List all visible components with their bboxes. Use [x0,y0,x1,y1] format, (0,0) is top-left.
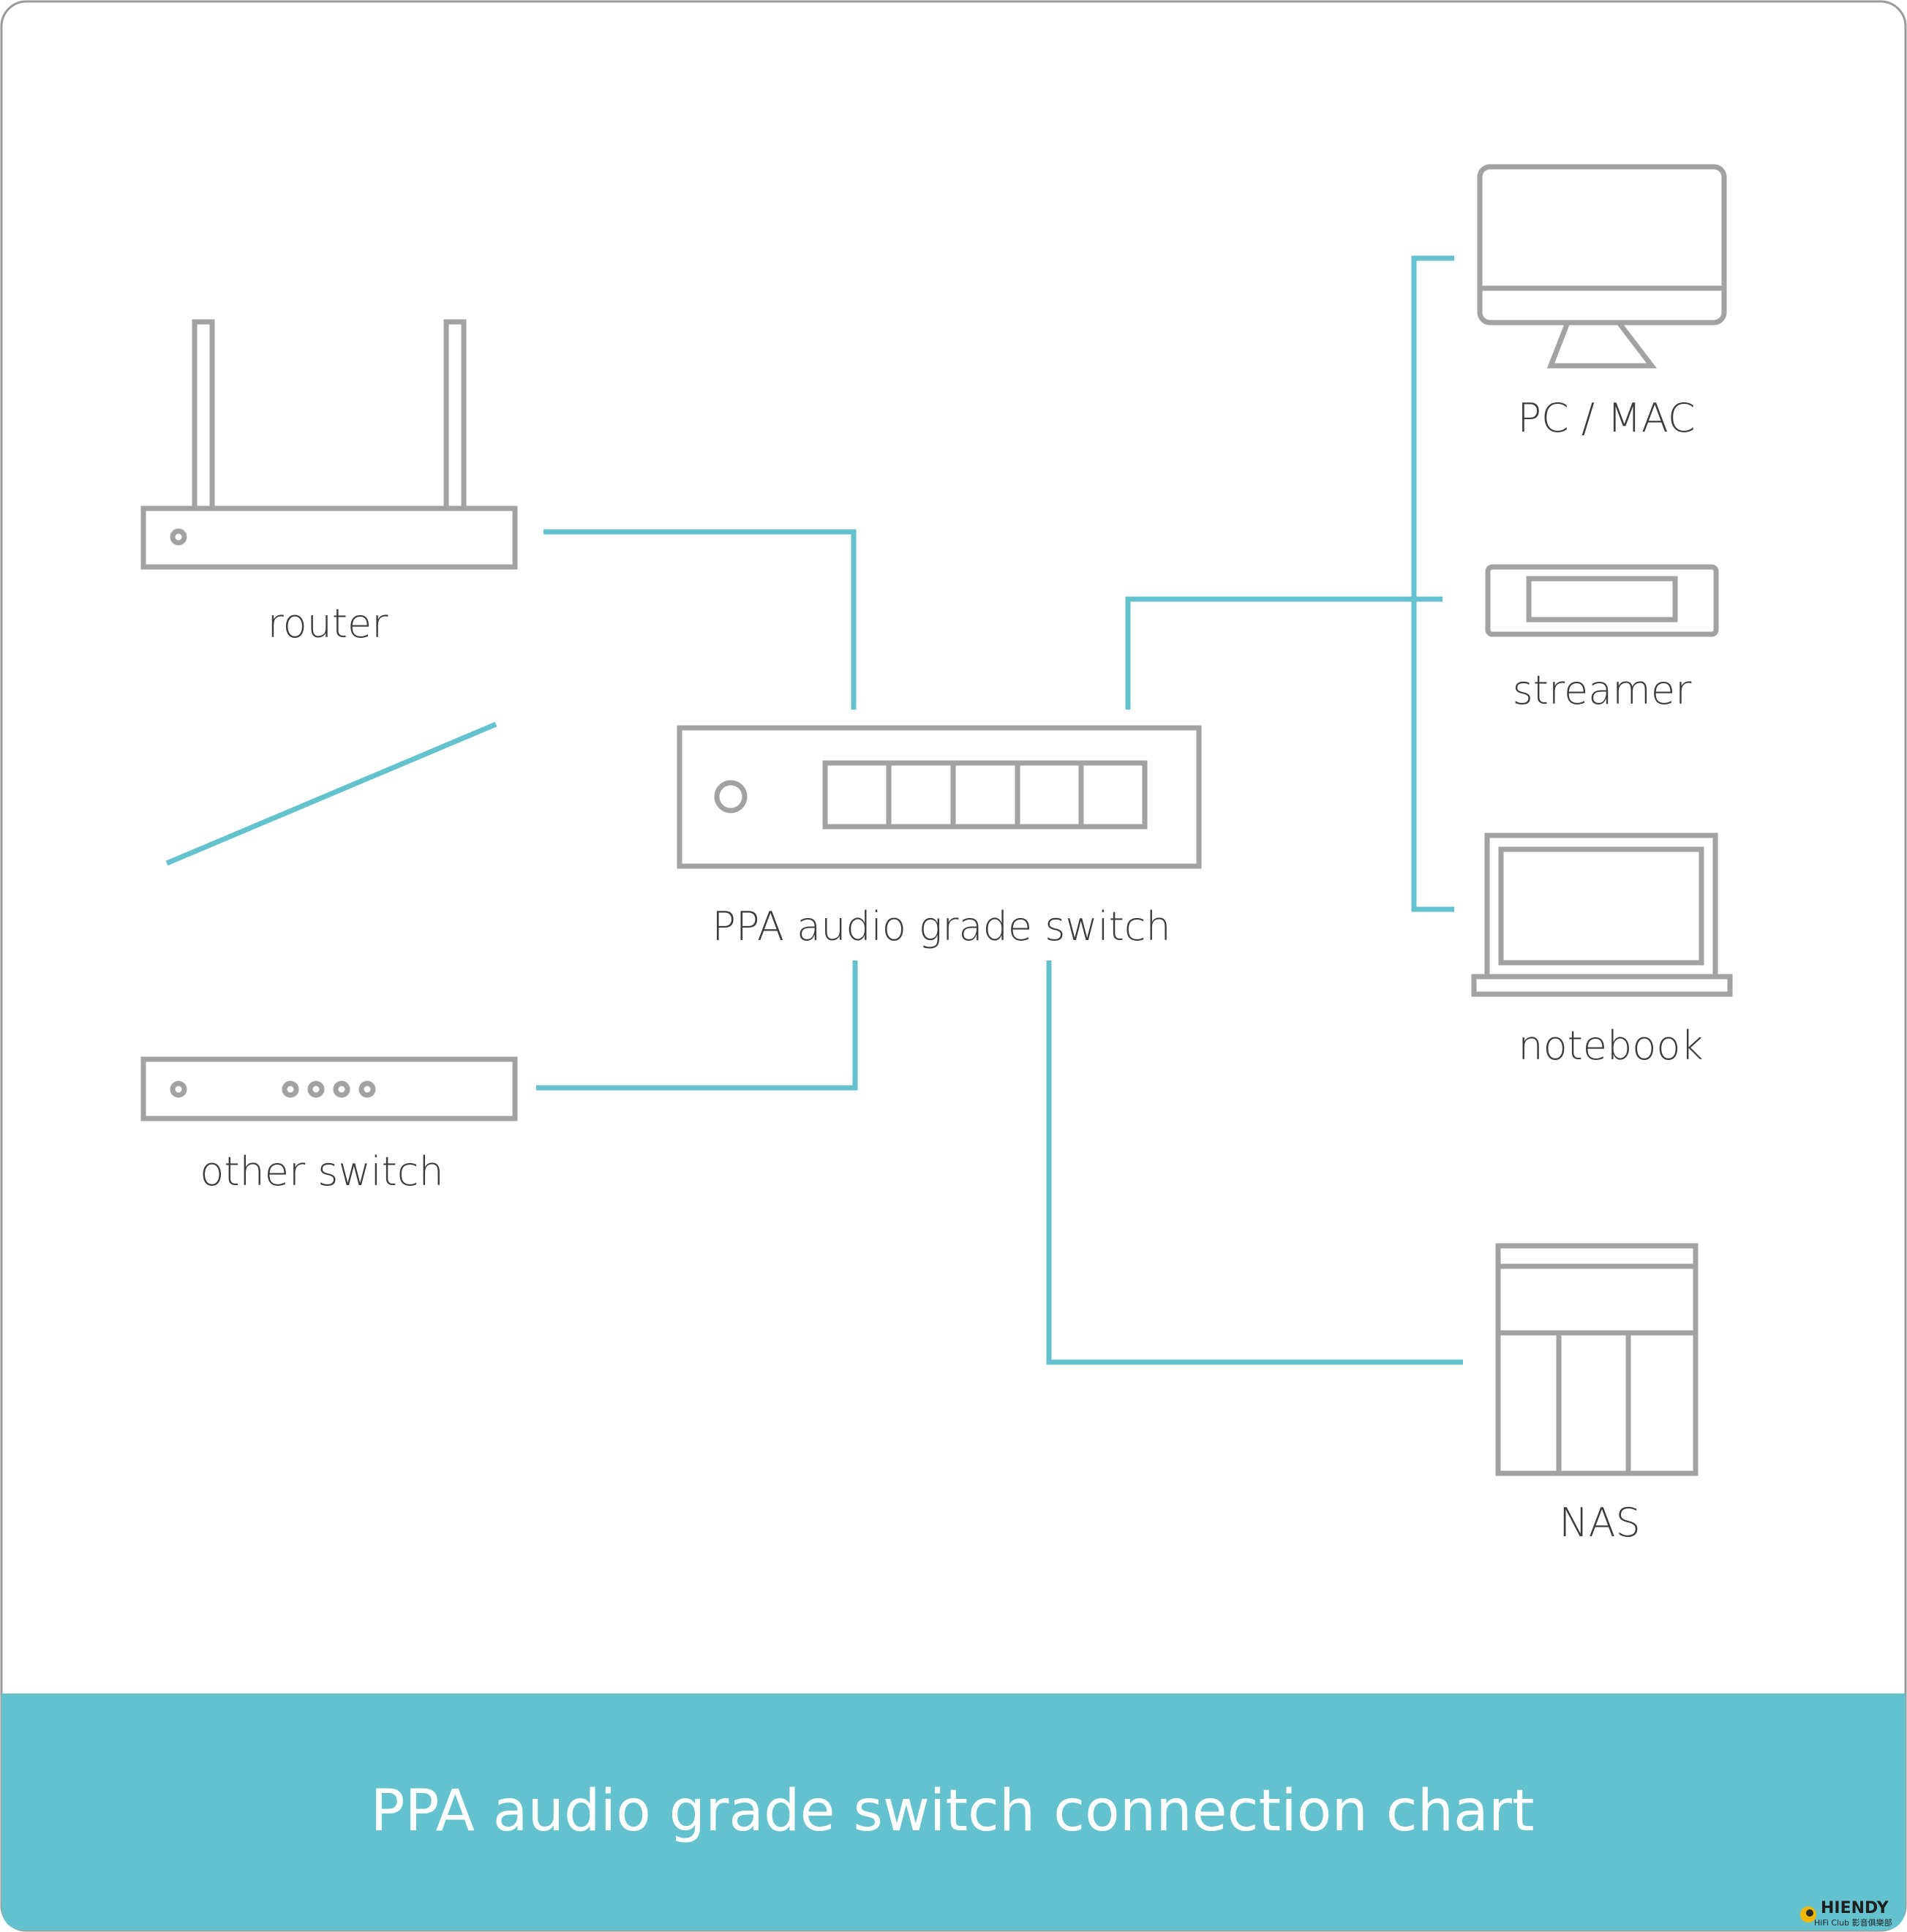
notebook-label: notebook [1518,1023,1703,1069]
streamer-icon [1485,564,1719,637]
monitor-icon [1477,164,1727,369]
nas-icon [1495,1243,1699,1476]
link-diagonal-decor [165,721,497,866]
hiendy-watermark: HIENDY HiFi Club 影音俱樂部 [1800,1899,1892,1928]
link-bus-bracket [1411,255,1454,912]
watermark-sub: HiFi Club 影音俱樂部 [1814,1917,1892,1928]
laptop-icon [1471,832,1733,997]
network-switch-icon [677,725,1202,869]
other-switch-label: other switch [200,1149,443,1195]
link-router-switch [543,529,857,710]
link-switch-nas [1046,961,1463,1365]
footer-title: PPA audio grade switch connection chart [371,1778,1535,1844]
footer-band [1,1694,1906,1931]
router-icon [140,319,518,570]
link-switch-bus [1125,596,1443,710]
switch-icon [140,1056,518,1121]
nas-label: NAS [1559,1500,1641,1546]
ppa-switch-label: PPA audio grade switch [712,903,1170,950]
pc-mac-label: PC / MAC [1517,395,1695,441]
link-other-switch-switch [536,961,858,1091]
streamer-label: streamer [1513,667,1692,713]
connection-lines [165,255,1463,1365]
watermark-brand: HIENDY [1821,1899,1889,1917]
router-label: router [268,601,389,647]
